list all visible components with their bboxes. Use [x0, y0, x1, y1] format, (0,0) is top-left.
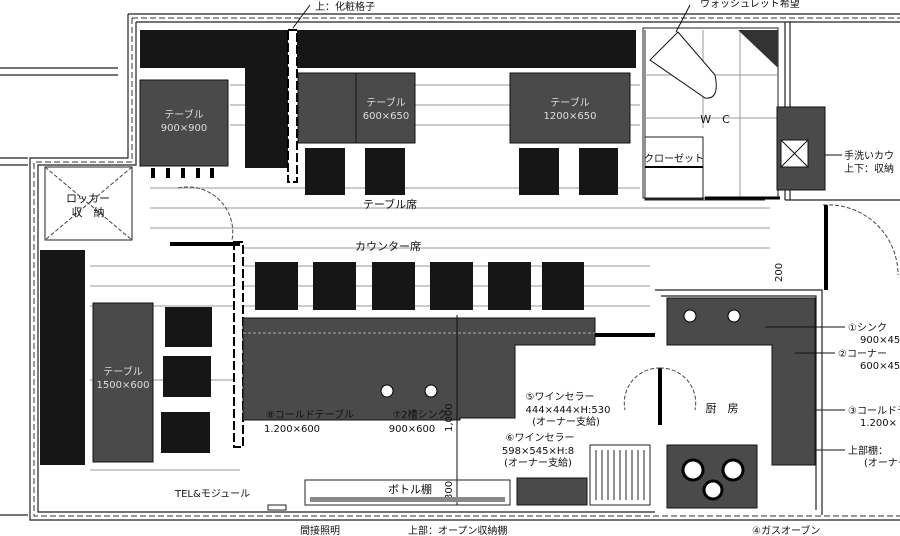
- lattice-note: 上：化粧格子: [315, 0, 375, 13]
- bench-divider: [245, 68, 289, 168]
- burner-icon: [681, 458, 705, 482]
- back-door-swing: [822, 204, 899, 276]
- wine-cellar-cabinet: [516, 477, 588, 506]
- wine6-size: 598×545×H:8: [502, 446, 574, 457]
- outer-walls: [0, 13, 900, 521]
- corner2-size: 600×45: [860, 361, 900, 372]
- cold-table-size: 1.200×600: [264, 424, 320, 435]
- dim-200: 200: [774, 263, 785, 282]
- cold-table-label: ⑧コールドテーブル: [266, 408, 354, 421]
- chairs: [161, 148, 618, 453]
- table-label: テーブル: [164, 108, 203, 121]
- bottle-shelf-label: ボトル棚: [388, 482, 432, 496]
- bench-left: [40, 250, 85, 465]
- counter-stool: [542, 262, 584, 310]
- counter-stool: [255, 262, 298, 310]
- chair: [163, 356, 211, 397]
- cold3-label: ③コールドテ: [848, 406, 900, 417]
- lattice-partition-left: [233, 241, 244, 448]
- counter-stool: [313, 262, 356, 310]
- table-900x900[interactable]: テーブル 900×900: [139, 79, 229, 178]
- counter-stool: [430, 262, 473, 310]
- sink7-size: 900×600: [389, 424, 436, 435]
- wc-label: W C: [700, 113, 730, 126]
- table-1500x600[interactable]: テーブル 1500×600: [92, 302, 154, 463]
- table-label: テーブル: [103, 365, 142, 378]
- handwash-label-2: 上下：収納: [844, 162, 894, 175]
- chair: [161, 412, 210, 453]
- table-600x650[interactable]: テーブル 600×650: [297, 72, 416, 144]
- locker-label: ロッカー: [66, 192, 110, 205]
- closet[interactable]: クローゼット: [644, 136, 704, 200]
- closet-label: クローゼット: [644, 153, 704, 165]
- kitchen-callouts: ①シンク 900×45 ②コーナー 600×45 ③コールドテ 1.200× 上…: [765, 322, 900, 469]
- table-size: 600×650: [363, 111, 410, 122]
- table-label: テーブル: [550, 96, 589, 109]
- toilet-icon: [649, 31, 717, 99]
- hand-wash-counter: 手洗いカウ 上下：収納: [776, 106, 894, 191]
- table-size: 900×900: [161, 123, 208, 134]
- wine5-note: (オーナー支給): [532, 415, 600, 428]
- dim-1000: 1,000: [444, 403, 455, 432]
- counter-stool: [372, 262, 415, 310]
- bar-counter: ⑧コールドテーブル 1.200×600 ⑦2槽シンク 900×600: [242, 317, 596, 435]
- kitchen: 厨 房: [595, 289, 823, 515]
- leader-line: [675, 4, 691, 33]
- wine6-label: ⑥ワインセラー: [506, 432, 575, 444]
- locker-storage[interactable]: ロッカー 収 納: [44, 166, 133, 241]
- handwash-label: 手洗いカウ: [844, 149, 894, 162]
- wine5-label: ⑤ワインセラー: [526, 391, 595, 403]
- wine6-note: (オーナー支給): [504, 456, 572, 469]
- open-shelf-label: 上部：オープン収納棚: [408, 524, 507, 536]
- washlet-note: ウォッシュレット希望: [700, 0, 800, 10]
- bottle-shelf: ボトル棚: [304, 479, 511, 506]
- tel-module: [267, 504, 287, 511]
- bench-top: [140, 30, 636, 68]
- chair: [165, 307, 212, 347]
- chair: [365, 148, 405, 195]
- chair: [579, 148, 618, 195]
- chair: [305, 148, 345, 195]
- cold3-size: 1.200×: [860, 418, 897, 429]
- kitchen-label: 厨 房: [706, 402, 739, 415]
- table-size: 1500×600: [97, 380, 150, 391]
- wine5-size: 444×444×H:530: [526, 405, 611, 416]
- chair: [519, 148, 559, 195]
- table-seats-label: テーブル席: [363, 197, 417, 211]
- leader-line: [292, 4, 311, 29]
- sink-icon: [780, 139, 809, 168]
- corner2-label: ②コーナー: [838, 348, 887, 360]
- entrance-door-swing: [177, 186, 234, 241]
- counter-seats-label: カウンター席: [355, 239, 421, 253]
- burner-icon: [702, 479, 724, 501]
- table-1200x650[interactable]: テーブル 1200×650: [509, 72, 631, 144]
- grill-rack: [589, 444, 651, 506]
- tel-module-label: TEL&モジュール: [174, 489, 250, 500]
- indirect-light-label: 間接照明: [300, 524, 340, 536]
- counter-stool: [488, 262, 531, 310]
- lattice-partition-top: [287, 29, 298, 183]
- upper-shelf-note: (オーナー: [864, 457, 900, 469]
- sink1-size: 900×45: [860, 335, 900, 346]
- table-label: テーブル: [366, 96, 405, 109]
- sink1-label: ①シンク: [848, 322, 887, 334]
- gas-label: ④ガスオーブン: [752, 524, 820, 536]
- table-size: 1200×650: [544, 111, 597, 122]
- upper-shelf-label: 上部棚：: [848, 444, 888, 457]
- sink7-label: ⑦2槽シンク: [392, 408, 447, 421]
- dim-300: 300: [444, 481, 455, 500]
- locker-label-2: 収 納: [72, 206, 105, 219]
- burner-icon: [721, 458, 745, 482]
- wc-room: W C: [642, 27, 780, 201]
